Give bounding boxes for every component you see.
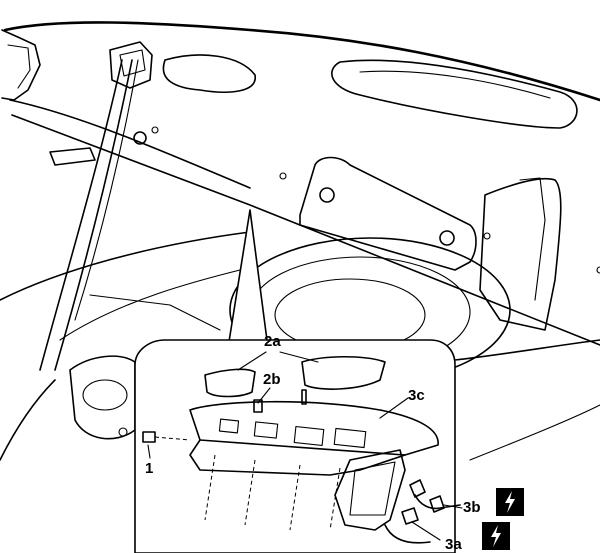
leader-1 <box>147 444 151 459</box>
left-trim-inner <box>7 44 31 89</box>
leader-3a <box>411 521 441 541</box>
inset-clip-2b <box>301 389 307 405</box>
tail-lamp-housing <box>69 355 136 440</box>
callout-3a: 3a <box>445 536 462 553</box>
callout-3b: 3b <box>463 499 481 516</box>
tail-lamp-bolt <box>118 427 128 437</box>
callout-2a: 2a <box>264 333 281 350</box>
inset-side-bracket <box>334 449 406 531</box>
shelf-opening-right-inner <box>359 70 551 99</box>
inset-shelf-slot-2 <box>253 421 279 439</box>
electrical-hazard-icon <box>496 488 524 516</box>
speaker-panel-screw-2 <box>439 230 455 246</box>
seat-belt-strap-1 <box>39 59 123 371</box>
right-quarter-trim <box>479 177 562 331</box>
inset-shelf-slot-4 <box>333 427 367 449</box>
inset-fastener-1 <box>142 431 156 443</box>
inset-drop-line-3 <box>289 464 301 531</box>
seat-belt-strap-3 <box>74 59 139 321</box>
speaker-cover-panel <box>299 156 477 271</box>
left-trim-corner <box>1 29 41 101</box>
speaker-panel-screw-1 <box>319 187 335 203</box>
inset-shelf-slot-1 <box>218 418 240 434</box>
leader-3c <box>379 397 409 419</box>
body-right-edge <box>454 339 600 361</box>
shelf-opening-left <box>162 54 256 93</box>
leader-2a-right <box>279 351 319 363</box>
leader-3b <box>443 504 463 509</box>
shelf-fastener-5 <box>596 266 600 274</box>
leader-2a-left <box>237 351 267 371</box>
body-lower-left <box>0 379 56 461</box>
inset-speaker-cover-left <box>204 368 256 398</box>
belt-slot <box>119 49 146 77</box>
inset-drop-line-1 <box>204 454 216 521</box>
rear-shelf-top-edge <box>3 21 600 102</box>
right-quarter-inner <box>519 177 546 301</box>
shelf-fastener-4 <box>483 232 491 240</box>
trunk-floor-left-edge <box>0 231 251 301</box>
inset-fastener-1-path <box>154 436 191 441</box>
inset-pointer <box>227 209 269 349</box>
inset-connector-3a <box>401 507 419 525</box>
inset-side-bracket-inner <box>349 461 396 516</box>
trunk-floor-rear-edge <box>59 269 241 341</box>
trunk-floor-channel <box>89 294 221 331</box>
shelf-fastener-1 <box>133 131 147 145</box>
electrical-hazard-icon <box>482 522 510 550</box>
rear-shelf-front-edge <box>11 114 600 346</box>
callout-1: 1 <box>145 460 154 477</box>
tail-lamp-recess <box>82 379 128 411</box>
seat-belt-strap-2 <box>54 59 133 371</box>
belt-bracket <box>109 41 153 89</box>
inset-speaker-cover-right <box>301 355 386 390</box>
shelf-fastener-3 <box>279 172 287 180</box>
inset-shelf-slot-3 <box>293 426 325 446</box>
inset-clip-2b-left <box>253 399 263 413</box>
inset-parcel-shelf <box>189 400 439 456</box>
inset-drop-line-2 <box>244 459 256 526</box>
inset-drop-line-4 <box>329 467 341 531</box>
shelf-opening-right <box>331 59 578 129</box>
callout-2b: 2b <box>263 371 281 388</box>
callout-3c: 3c <box>408 387 425 404</box>
inset-wire-3a <box>384 524 431 544</box>
inset-wire-3b <box>414 494 461 510</box>
body-right-lower <box>469 404 600 461</box>
rear-shelf-lower-edge <box>9 99 251 189</box>
shelf-bracket-left <box>49 147 96 166</box>
inset-connector-3b-a <box>409 479 426 498</box>
shelf-fastener-2 <box>151 126 159 134</box>
